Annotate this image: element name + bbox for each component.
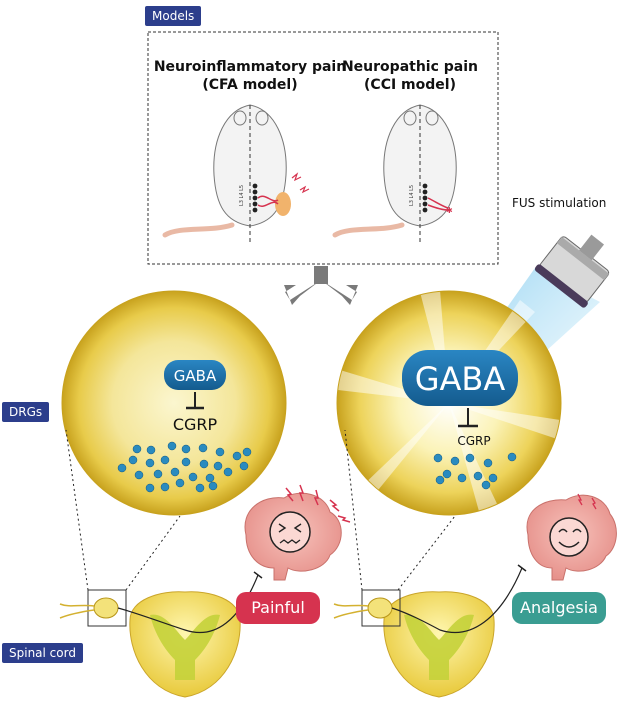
fus-transducer: [534, 234, 610, 308]
analgesia-badge: Analgesia: [512, 592, 606, 624]
model-title-cci-line1: Neuropathic pain: [341, 59, 479, 75]
zoom-lines: [65, 429, 456, 591]
models-box: [147, 31, 499, 265]
drgs-tag: DRGs: [2, 402, 50, 422]
spinal-cord-left: [59, 571, 263, 698]
cgrp-vesicles-right: [433, 452, 517, 490]
gaba-badge-right: [402, 350, 518, 406]
rat-cfa: L3 L4 L5: [162, 104, 310, 245]
spinal-cord-right: [333, 564, 527, 698]
cgrp-vesicles-left: [117, 441, 252, 493]
split-arrow: [284, 266, 358, 305]
brain-painful: [244, 484, 351, 581]
models-tag: Models: [145, 6, 202, 26]
cgrp-label-right: CGRP: [457, 434, 490, 448]
brain-analgesia: [526, 493, 617, 581]
rat-cci: ✱ L3 L4 L5: [332, 104, 457, 245]
rat-cfa-spine-label: L3 L4 L5: [239, 185, 245, 206]
model-title-cci: Neuropathic pain (CCI model): [330, 58, 490, 94]
rat-cci-spine-label: L3 L4 L5: [409, 185, 415, 206]
spinal-cord-tag: Spinal cord: [2, 643, 83, 663]
happy-face-icon: [549, 517, 589, 557]
painful-badge: Painful: [236, 592, 320, 624]
model-title-cfa-line1: Neuroinflammatory pain: [153, 59, 347, 75]
gaba-label-left: GABA: [174, 367, 217, 385]
model-title-cfa: Neuroinflammatory pain (CFA model): [150, 58, 350, 94]
cgrp-label-left: CGRP: [173, 415, 218, 434]
pain-sparks-icon: [285, 484, 351, 523]
model-title-cfa-line2: (CFA model): [202, 77, 298, 93]
pain-face-icon: [269, 511, 311, 553]
fus-stimulation-label: FUS stimulation: [512, 196, 607, 210]
model-title-cci-line2: (CCI model): [364, 77, 456, 93]
gaba-badge-left: [164, 360, 226, 390]
drg-left: [62, 291, 286, 515]
gaba-label-right: GABA: [415, 360, 506, 398]
svg-text:✱: ✱: [446, 206, 453, 215]
